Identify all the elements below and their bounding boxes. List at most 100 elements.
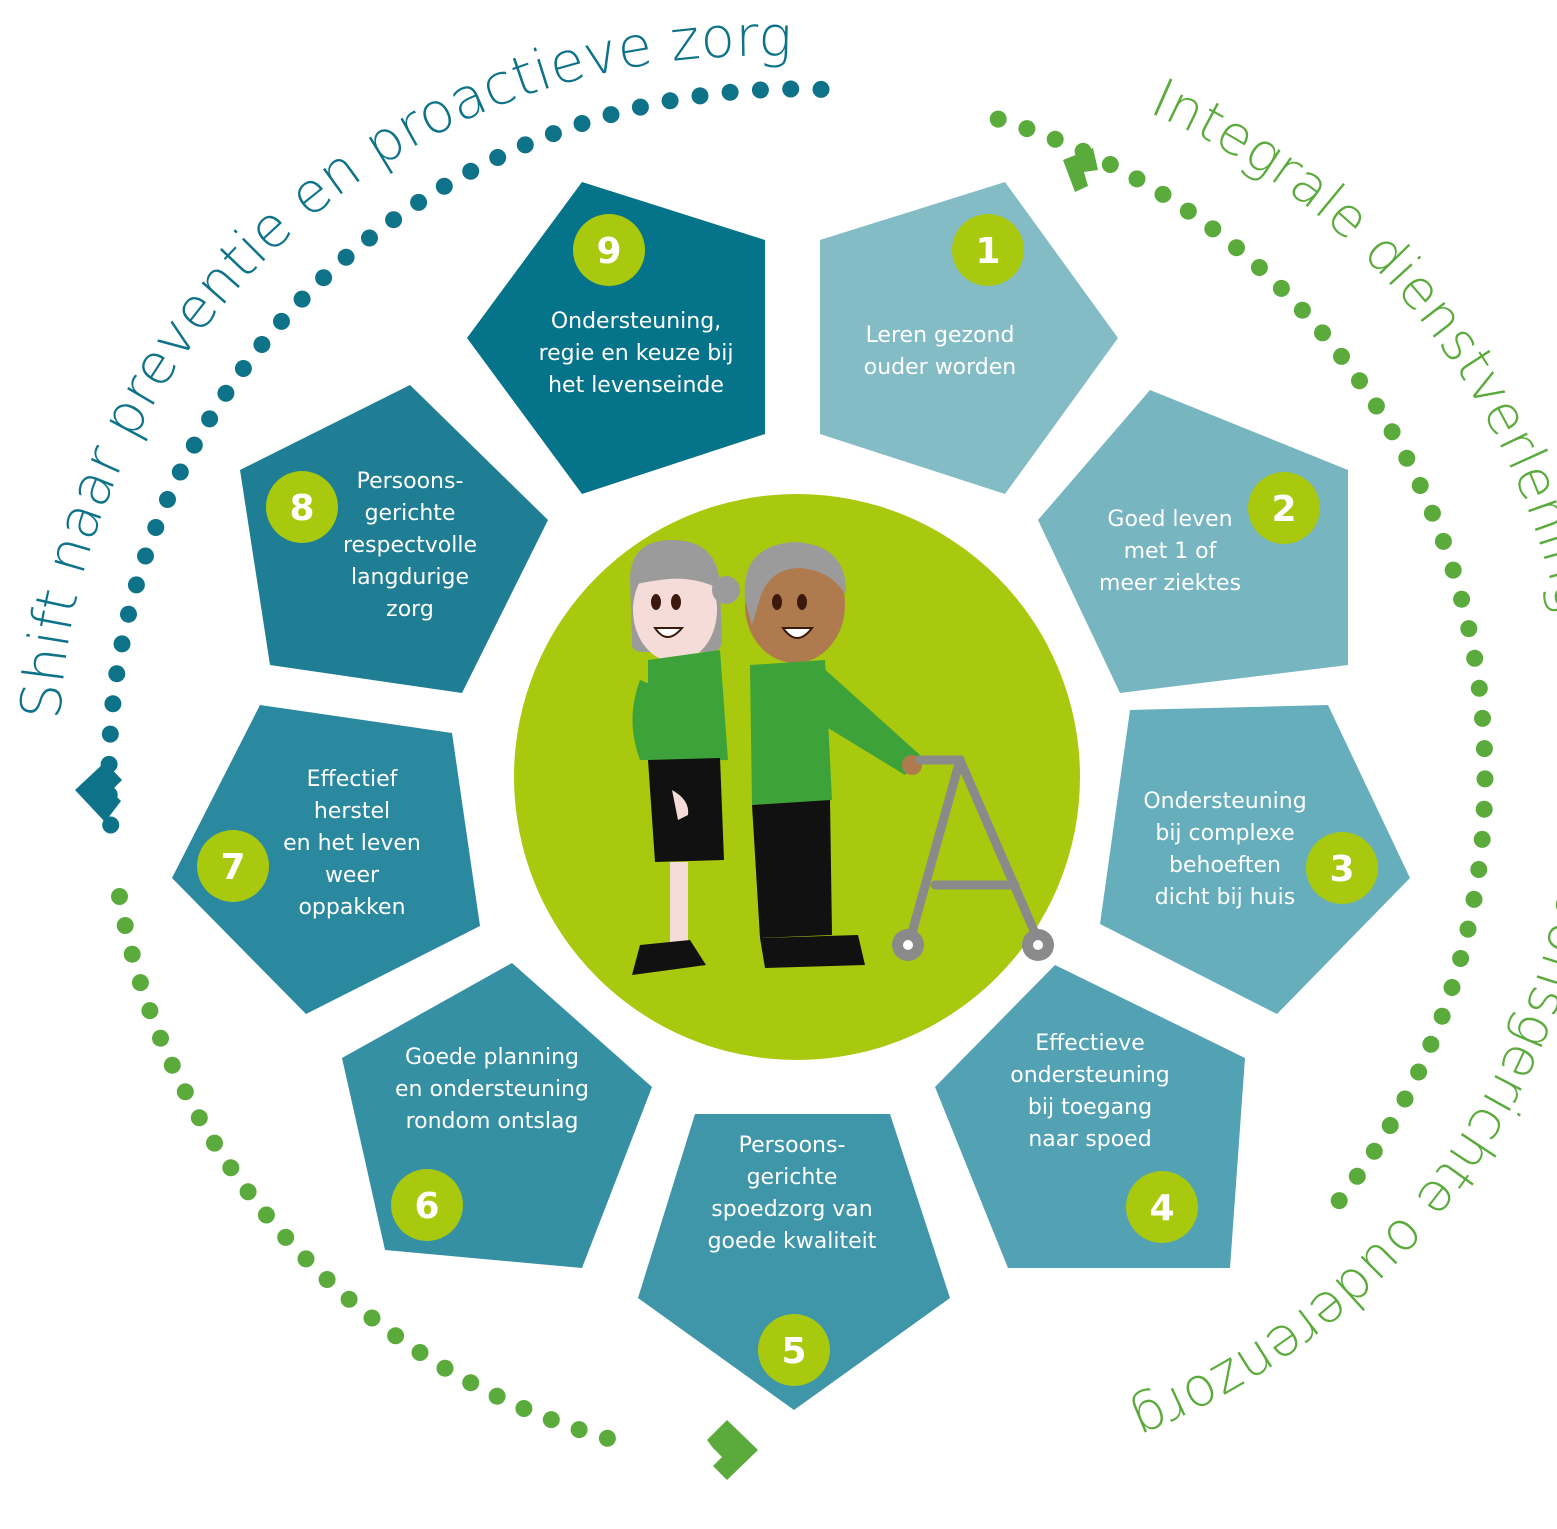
arc-dot: [516, 136, 534, 154]
arc-dot: [1365, 1142, 1383, 1160]
segment-label: Persoons-gerichte spoedzorg van goede kwal…: [708, 1133, 877, 1254]
arc-dot: [1272, 279, 1290, 297]
arc-dot: [239, 1183, 257, 1201]
dotted-arcs: [100, 80, 1494, 1447]
segment-label-line: het levenseinde: [548, 373, 724, 398]
arc-dot: [340, 1290, 358, 1308]
segment-label-line: Effectief: [307, 767, 399, 792]
segment-label-line: meer ziektes: [1099, 571, 1241, 596]
segment-label-line: en het leven: [283, 831, 421, 856]
segment-label-line: respectvolle: [343, 533, 477, 558]
segment-label-line: spoedzorg van: [711, 1197, 872, 1222]
arc-dot: [1466, 649, 1484, 667]
arc-dot: [1333, 347, 1350, 365]
arc-dot: [1046, 130, 1064, 148]
arc-dot: [201, 410, 219, 428]
arc-dot: [812, 80, 830, 98]
arc-dot: [1473, 830, 1491, 848]
segment-label-line: Goede planning: [405, 1045, 579, 1070]
arc-dot: [206, 1134, 223, 1152]
arc-dot: [488, 1387, 506, 1405]
segment-badge: [1248, 472, 1320, 544]
segment-label-line: goede kwaliteit: [708, 1229, 877, 1254]
arc-dot: [257, 1206, 275, 1224]
segment-shape: [240, 385, 548, 693]
arc-dot: [147, 519, 165, 536]
arc-dot: [1475, 740, 1493, 758]
arc-dot: [542, 1411, 560, 1429]
segment-number: 7: [220, 847, 245, 888]
walker-icon: [905, 755, 1043, 945]
segment-number: 4: [1149, 1188, 1174, 1229]
segment-label-line: Persoons-: [739, 1133, 846, 1158]
segment-badge: [1126, 1171, 1198, 1243]
teal-arrow-icon: [75, 762, 122, 822]
arc-dot: [273, 312, 290, 330]
arc-dot: [436, 1359, 454, 1377]
arc-dot: [721, 83, 739, 101]
arc-dot: [297, 1250, 315, 1268]
arc-dot: [598, 1429, 616, 1447]
arc-dot: [1465, 890, 1483, 908]
arc-dot: [602, 106, 620, 124]
arc-dot: [217, 384, 235, 402]
segment-label-line: bij toegang: [1028, 1095, 1152, 1120]
arc-dot: [782, 80, 800, 98]
arc-dot: [1433, 1007, 1451, 1025]
arc-dot: [120, 605, 137, 623]
arc-dot: [1476, 770, 1494, 788]
arc-dot: [253, 336, 271, 353]
segment-5: 5 Persoons-gerichte spoedzorg van goede kwa…: [638, 1114, 950, 1410]
arc-dot: [277, 1228, 295, 1246]
woman-figure: [630, 540, 740, 975]
man-figure: [744, 542, 922, 968]
arc-dot: [1422, 1035, 1440, 1053]
arc-dot: [1470, 679, 1488, 697]
arc-dot: [573, 115, 591, 132]
arc-dot: [661, 92, 679, 110]
arc-dot: [387, 1327, 405, 1345]
segment-label-line: Effectieve: [1035, 1031, 1145, 1056]
segment-label-line: gerichte: [747, 1165, 838, 1190]
segment-label-line: Goed leven: [1107, 507, 1232, 532]
segment-shape: [172, 705, 480, 1014]
segment-number: 3: [1329, 849, 1354, 890]
arc-dot: [1101, 156, 1119, 173]
arc-dot: [152, 1029, 169, 1047]
arc-dot: [293, 290, 311, 308]
arc-dot: [176, 1083, 194, 1101]
segment-label-line: Ondersteuning,: [551, 309, 721, 334]
arc-dot: [1443, 979, 1461, 996]
segment-label-line: bij complexe: [1155, 821, 1294, 846]
arc-dot: [411, 1344, 429, 1361]
arc-dot: [337, 248, 355, 266]
arc-dot: [1460, 620, 1478, 638]
arc-dot: [544, 125, 562, 143]
segment-number: 5: [781, 1331, 806, 1372]
arc-dot: [1383, 423, 1401, 441]
arc-dot: [631, 98, 649, 116]
arc-dot: [989, 110, 1007, 128]
arc-dot: [137, 547, 154, 565]
segment-number: 1: [975, 231, 1000, 272]
arc-dot: [1351, 372, 1368, 390]
arc-dot: [111, 888, 128, 905]
arc-dot: [1204, 220, 1222, 238]
arc-dot: [318, 1271, 336, 1288]
segment-label-line: langdurige: [351, 565, 469, 590]
segment-label-line: Ondersteuning: [1143, 789, 1306, 814]
arc-dot: [1475, 800, 1493, 818]
arc-dot: [1018, 120, 1036, 138]
segment-badge: [573, 214, 645, 286]
arc-dot: [1423, 504, 1441, 522]
segment-number: 9: [596, 231, 621, 272]
